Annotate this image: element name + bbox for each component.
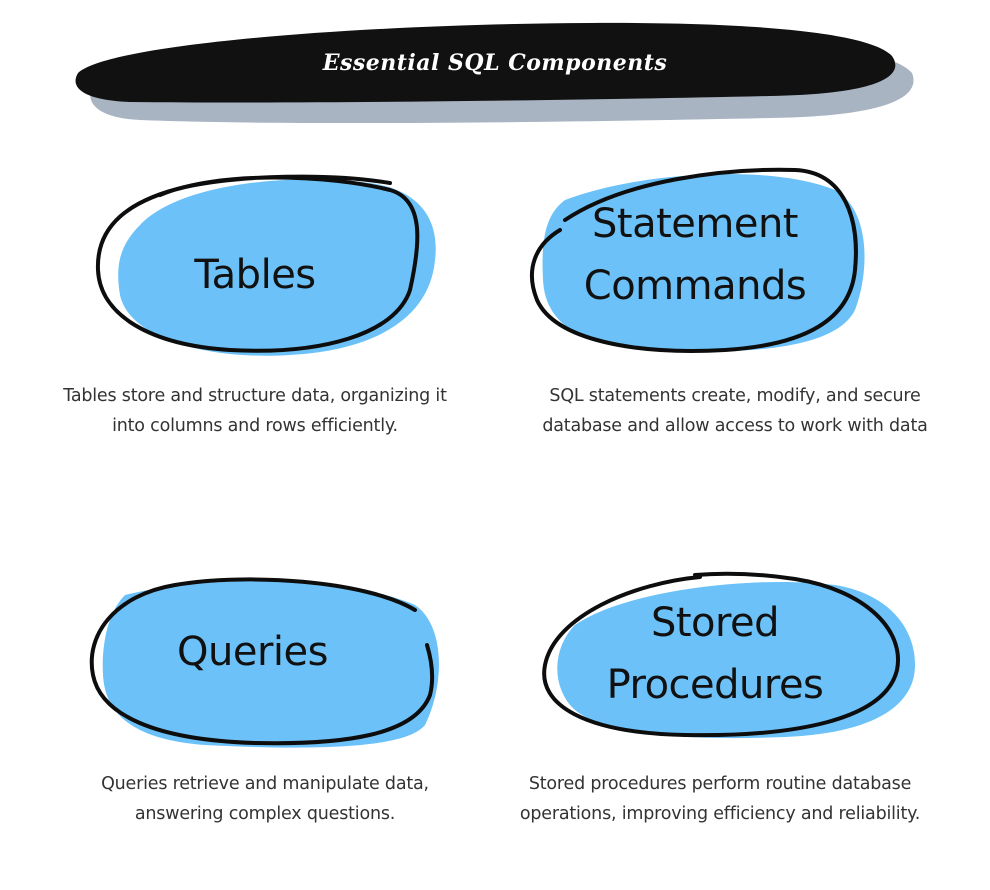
stored-procedures-blob (542, 571, 915, 739)
queries-blob-outline (89, 577, 435, 746)
statement-commands-blob-outline (529, 167, 858, 353)
title-banner-shape (75, 22, 896, 103)
stored-procedures-blob-outline (542, 571, 900, 738)
queries-blob (89, 577, 439, 748)
stored-procedures-label-line-1: Stored (650, 600, 780, 646)
title-banner (75, 22, 914, 124)
queries-label: Queries (115, 621, 390, 683)
tables-label: Tables (120, 244, 390, 306)
queries-description: Queries retrieve and manipulate data, an… (101, 774, 429, 824)
statement-commands-label-line-2: Commands (583, 263, 807, 309)
stored-procedures-description: Stored procedures perform routine databa… (519, 774, 921, 824)
statement-commands-label: Statement Commands (545, 193, 845, 317)
tables-blob-fill (118, 179, 436, 356)
stored-procedures-label: Stored Procedures (565, 592, 865, 716)
page-title: Essential SQL Components (322, 50, 668, 76)
statement-commands-label-line-1: Statement (592, 201, 799, 247)
tables-blob (95, 174, 436, 356)
statement-commands-description: SQL statements create, modify, and secur… (542, 386, 928, 436)
statement-commands-blob-fill (542, 173, 865, 352)
tables-label-line: Tables (194, 252, 316, 298)
tables-description: Tables store and structure data, organiz… (63, 386, 447, 436)
queries-blob-fill (102, 581, 439, 748)
stored-procedures-blob-fill (557, 581, 915, 739)
tables-blob-outline (95, 174, 420, 353)
statement-commands-blob (529, 167, 865, 353)
stored-procedures-label-line-2: Procedures (606, 662, 824, 708)
queries-label-line: Queries (177, 629, 328, 675)
